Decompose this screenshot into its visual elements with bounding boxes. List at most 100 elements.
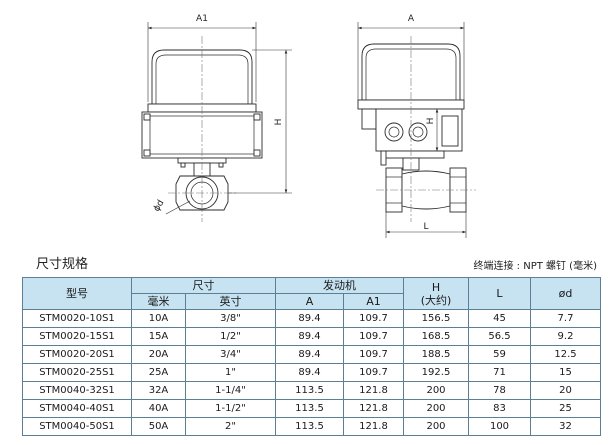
cell-l: 71 — [468, 363, 531, 382]
cell-d: 12.5 — [530, 345, 601, 364]
diameter-leader-line — [165, 200, 191, 215]
cell-d: 15 — [530, 363, 601, 382]
cable-port-outer — [408, 122, 428, 142]
a1-label: A1 — [196, 14, 208, 24]
cell-model: STM0020-25S1 — [22, 363, 132, 382]
cell-inch: 3/8" — [185, 309, 276, 328]
bolt-head — [253, 113, 261, 121]
spec-table-header: 型号 尺寸 发动机 H(大约) L ød 毫米 英寸 A A1 — [22, 277, 601, 310]
cell-mm: 15A — [131, 327, 186, 346]
cell-inch: 1-1/2" — [185, 399, 276, 418]
cell-a: 113.5 — [275, 417, 344, 436]
mounting-screw — [180, 162, 186, 168]
cell-a1: 109.7 — [343, 363, 404, 382]
cell-l: 83 — [468, 399, 531, 418]
cell-mm: 20A — [131, 345, 186, 364]
cell-a1: 121.8 — [343, 381, 404, 400]
h-label-side: H — [274, 119, 284, 126]
bolt-head — [143, 113, 151, 121]
header-row-1: 型号 尺寸 发动机 H(大约) L ød — [22, 277, 601, 310]
cell-l: 78 — [468, 381, 531, 400]
header-a: A — [275, 293, 344, 310]
cell-a1: 109.7 — [343, 327, 404, 346]
cell-a: 113.5 — [275, 381, 344, 400]
cell-a: 113.5 — [275, 399, 344, 418]
cell-h: 192.5 — [403, 363, 469, 382]
cell-d: 25 — [530, 399, 601, 418]
cell-model: STM0020-20S1 — [22, 345, 132, 364]
cell-mm: 32A — [131, 381, 186, 400]
cell-a: 89.4 — [275, 327, 344, 346]
a-label: A — [408, 14, 415, 24]
header-h-note: (大约) — [420, 293, 452, 307]
cell-h: 200 — [403, 381, 469, 400]
cell-mm: 50A — [131, 417, 186, 436]
cell-h: 200 — [403, 399, 469, 418]
cell-d: 7.7 — [530, 309, 601, 328]
cell-model: STM0040-32S1 — [22, 381, 132, 400]
cell-l: 56.5 — [468, 327, 531, 346]
header-inch: 英寸 — [185, 293, 276, 310]
diameter-label: ϕd — [152, 198, 166, 213]
cell-l: 100 — [468, 417, 531, 436]
cell-a: 89.4 — [275, 345, 344, 364]
cell-inch: 2" — [185, 417, 276, 436]
side-view-drawing: A1 ϕd H — [141, 14, 292, 222]
cell-a: 89.4 — [275, 363, 344, 382]
actuator-side-block — [361, 108, 377, 130]
header-h-label: H — [431, 280, 441, 294]
actuator-cover-rim — [365, 48, 457, 100]
header-h: H(大约) — [403, 277, 469, 310]
cell-h: 188.5 — [403, 345, 469, 364]
header-a1: A1 — [343, 293, 404, 310]
cable-port-inner — [388, 126, 400, 138]
connection-note: 终端连接 : NPT 螺钉 (毫米) — [473, 261, 597, 272]
cable-port-outer — [384, 122, 404, 142]
cell-a1: 121.8 — [343, 399, 404, 418]
bolt-head — [253, 149, 261, 157]
actuator-cover — [151, 49, 253, 105]
header-mm: 毫米 — [131, 293, 186, 310]
cell-model: STM0040-50S1 — [22, 417, 132, 436]
cell-h: 168.5 — [403, 327, 469, 346]
cell-d: 32 — [530, 417, 601, 436]
cell-model: STM0020-10S1 — [22, 309, 132, 328]
header-d: ød — [530, 277, 601, 310]
cell-h: 200 — [403, 417, 469, 436]
side-bracket — [441, 115, 459, 147]
cell-h: 156.5 — [403, 309, 469, 328]
bolt-head — [143, 149, 151, 157]
mounting-strip — [383, 150, 445, 159]
cell-a1: 109.7 — [343, 309, 404, 328]
cell-d: 20 — [530, 381, 601, 400]
l-label: L — [423, 222, 428, 232]
mounting-post — [380, 150, 387, 166]
header-model: 型号 — [22, 277, 132, 310]
h-label-front: H — [426, 118, 436, 125]
cell-mm: 25A — [131, 363, 186, 382]
cell-inch: 1/2" — [185, 327, 276, 346]
cell-l: 59 — [468, 345, 531, 364]
cell-inch: 1-1/4" — [185, 381, 276, 400]
cell-inch: 3/4" — [185, 345, 276, 364]
cell-d: 9.2 — [530, 327, 601, 346]
front-view-drawing: A H L — [357, 14, 476, 238]
cell-model: STM0040-40S1 — [22, 399, 132, 418]
cell-a1: 121.8 — [343, 417, 404, 436]
cell-mm: 40A — [131, 399, 186, 418]
mounting-screw — [218, 162, 224, 168]
header-size: 尺寸 — [131, 277, 276, 294]
cell-model: STM0020-15S1 — [22, 327, 132, 346]
spec-table: 型号 尺寸 发动机 H(大约) L ød 毫米 英寸 A A1 STM0020-… — [22, 277, 601, 436]
cable-port-inner — [412, 126, 424, 138]
dimension-drawings: A1 ϕd H A — [141, 14, 476, 238]
cell-inch: 1" — [185, 363, 276, 382]
